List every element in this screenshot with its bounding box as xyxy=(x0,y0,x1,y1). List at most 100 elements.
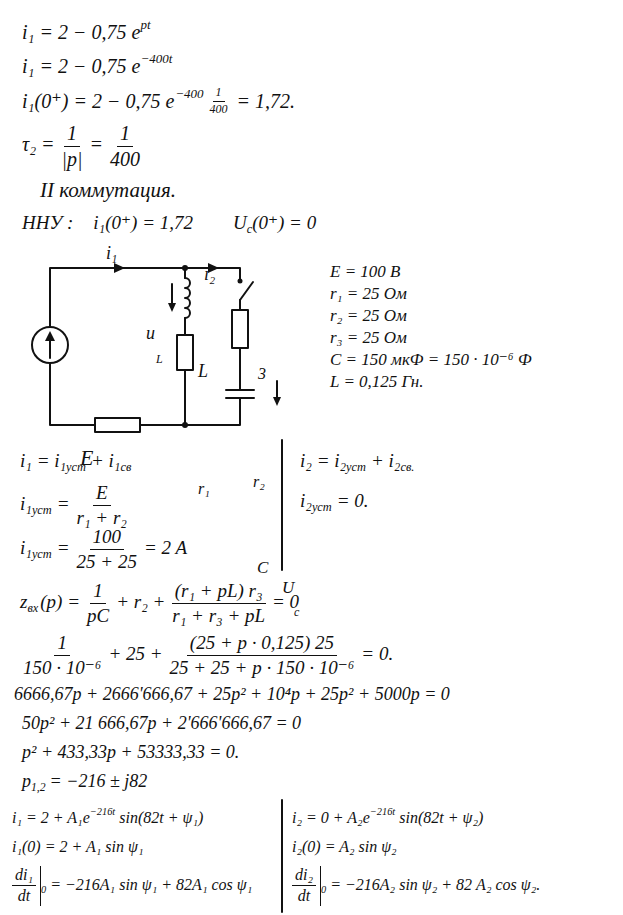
subscript: 0 xyxy=(41,884,46,896)
subscript: уст xyxy=(66,460,86,474)
formula-text: i₁(0) = 2 + A₁ sin ψ₁ xyxy=(12,838,143,856)
formula-line: 50p² + 21 666,67p + 2'666'666,67 = 0 xyxy=(22,713,301,734)
formula-line: p1,2= −216 ± j82 xyxy=(22,771,147,795)
subscript: уст xyxy=(32,547,52,561)
numerator: 1 xyxy=(90,580,106,604)
circuit-label: i₂ xyxy=(204,264,623,285)
fraction: 1150 · 10⁻⁶ xyxy=(20,632,104,679)
denominator: r₁ + r₃ + pL xyxy=(169,604,268,627)
fraction: di₁dt xyxy=(12,866,41,906)
formula-text: i₂ = 0 + A₂e xyxy=(292,809,370,827)
wire xyxy=(50,363,95,425)
source-symbol xyxy=(32,327,68,363)
subscript: уст xyxy=(32,503,52,517)
formula-text: i₂ xyxy=(300,490,312,512)
arrow-head xyxy=(168,303,176,312)
formula-line: L = 0,125 Гн. xyxy=(330,372,423,392)
formula-text: = 0 xyxy=(272,591,299,613)
denominator: 400 xyxy=(207,102,231,117)
wire xyxy=(239,348,241,390)
numerator: 1 xyxy=(213,86,225,102)
current-arrow xyxy=(114,263,125,273)
formula-text: i₁(0⁺) = 1,72 xyxy=(93,212,193,234)
formula-text: i₁(0⁺) = 2 − 0,75 e xyxy=(22,90,174,113)
formula-text: + r₂ + xyxy=(116,591,165,613)
formula-text: = 0. xyxy=(361,643,393,665)
formula-text: = 0. xyxy=(337,490,369,512)
formula-text: i₁ = 2 − 0,75 e xyxy=(22,55,140,78)
formula-text: 50p² + 21 666,67p + 2'666'666,67 = 0 xyxy=(22,713,301,734)
junction-dot xyxy=(182,265,188,271)
formula-text: + i₂ xyxy=(371,450,400,472)
formula-text: i₁ xyxy=(20,537,32,559)
fraction: 10025 + 25 xyxy=(74,526,140,573)
circuit-label: C xyxy=(257,558,623,578)
switch-contact xyxy=(238,279,243,284)
formula-line: i₂ = 0 + A₂e−216tsin(82t + ψ₂) xyxy=(292,806,483,827)
formula-line: i₁(0) = 2 + A₁ sin ψ₁ xyxy=(12,838,143,856)
formula-line: i₂(0) = A₂ sin ψ₂ xyxy=(292,838,397,856)
arrow-head xyxy=(45,331,55,341)
subscript: св. xyxy=(400,460,414,474)
formula-text: i₂ = i₂ xyxy=(300,450,346,472)
numerator: di₁ xyxy=(12,866,36,886)
formula-line: p² + 433,33p + 53333,33 = 0. xyxy=(22,742,239,763)
formula-line: i₁ = i₁уст+ i₁св xyxy=(20,450,131,475)
superscript: −216t xyxy=(370,806,396,818)
formula-text: = xyxy=(57,493,70,515)
wire xyxy=(239,300,241,310)
denominator: 25 + 25 + p · 150 · 10⁻⁶ xyxy=(167,656,358,679)
numerator: 100 xyxy=(90,526,125,550)
circuit-label: U xyxy=(282,578,623,598)
superscript: −216t xyxy=(90,806,116,818)
denominator: 150 · 10⁻⁶ xyxy=(20,656,104,679)
formula-text: = 1,72. xyxy=(237,90,296,113)
formula-line: 1150 · 10⁻⁶+ 25 +(25 + p · 0,125) 2525 +… xyxy=(20,632,393,679)
formula-line: II коммутация. xyxy=(40,178,176,202)
formula-text: p² + 433,33p + 53333,33 = 0. xyxy=(22,742,239,763)
formula-text: (0⁺) = 0 xyxy=(252,212,316,234)
denominator: |p| xyxy=(59,147,86,171)
formula-text: i₂(0) = A₂ sin ψ₂ xyxy=(292,838,397,856)
formula-text: i₁ = 2 − 0,75 e xyxy=(22,21,140,44)
formula-text: U xyxy=(233,212,247,234)
denominator: dt xyxy=(15,886,33,905)
formula-text: ННУ : xyxy=(22,212,73,234)
formula-text: i₁ xyxy=(20,493,32,515)
formula-line: i₂уст = 0. xyxy=(300,490,369,515)
formula-text: i₁ = 2 + A₁e xyxy=(12,809,90,827)
formula-text: = −216A₁ sin ψ₁ + 82A₁ cos ψ₁ xyxy=(50,876,252,894)
formula-line: i₁уст=10025 + 25= 2 A xyxy=(20,526,187,573)
fraction: 1400 xyxy=(107,122,143,171)
formula-text: 6666,67p + 2666'666,67 + 25p² + 10⁴p + 2… xyxy=(14,684,450,705)
formula-line: i₁(0⁺) = 2 − 0,75 e−4001400= 1,72. xyxy=(22,86,295,117)
switch-symbol xyxy=(240,282,253,300)
formula-text: = xyxy=(90,133,104,156)
denominator: dt xyxy=(295,886,313,905)
formula-text: C = 150 мкФ = 150 · 10⁻⁶ Ф xyxy=(330,350,532,370)
capacitor-symbol xyxy=(226,390,254,398)
fraction: (r₁ + pL) r₃r₁ + r₃ + pL xyxy=(169,580,268,627)
denominator: pC xyxy=(84,604,112,627)
formula-text: r₂ = 25 Ом xyxy=(330,306,407,326)
formula-text: sin(82t + ψ₁) xyxy=(119,809,203,827)
formula-text: (p) = xyxy=(40,591,80,613)
formula-text: p xyxy=(22,771,31,792)
formula-line: di₁dt0= −216A₁ sin ψ₁ + 82A₁ cos ψ₁ xyxy=(12,866,252,906)
formula-line: C = 150 мкФ = 150 · 10⁻⁶ Ф xyxy=(330,350,532,370)
formula-text: + i₁ xyxy=(91,450,120,472)
fraction: di₂dt xyxy=(292,866,321,906)
subscript: уст xyxy=(312,500,332,514)
resistor-symbol xyxy=(232,310,248,348)
formula-line: ННУ :i₁(0⁺) = 1,72Uc(0⁺) = 0 xyxy=(22,212,316,237)
superscript: pt xyxy=(140,18,150,33)
numerator: (25 + p · 0,125) 25 xyxy=(187,632,337,656)
resistor-symbol xyxy=(177,335,193,370)
arrow-head xyxy=(273,397,281,406)
numerator: (r₁ + pL) r₃ xyxy=(172,580,266,604)
formula-text: τ₂ = xyxy=(22,133,55,156)
formula-text: II коммутация. xyxy=(40,178,176,202)
formula-line: τ₂ =1|p|=1400 xyxy=(22,122,143,171)
formula-line: i₁ = 2 − 0,75 e−400t xyxy=(22,52,172,78)
